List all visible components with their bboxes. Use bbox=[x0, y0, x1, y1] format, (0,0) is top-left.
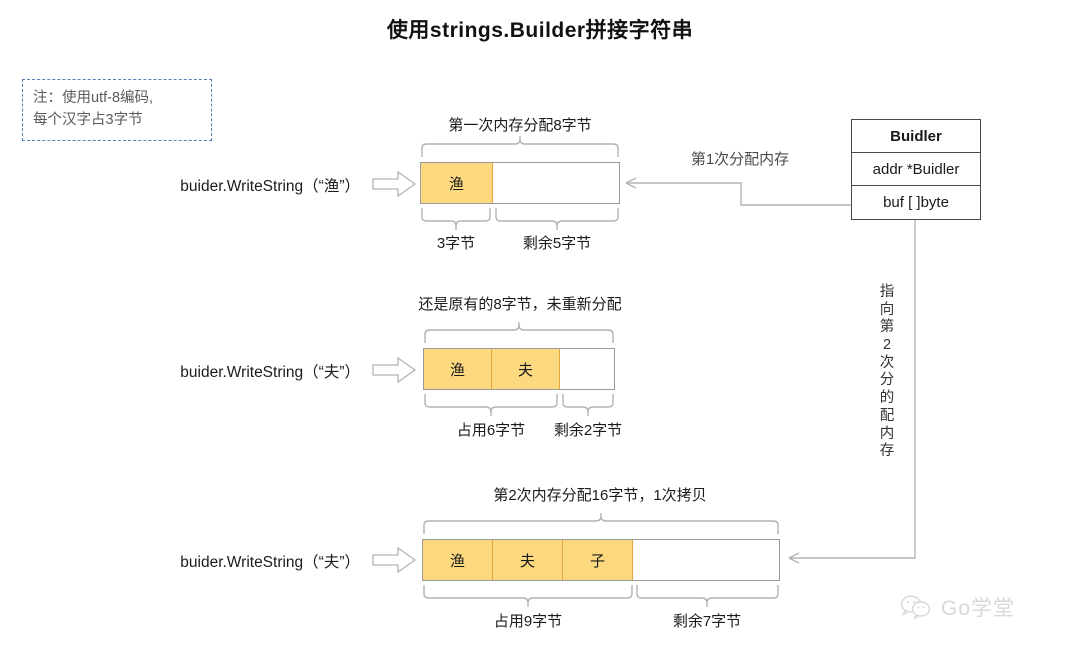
memory-box-row-1: 渔 bbox=[420, 162, 620, 204]
memory-cell-used: 夫 bbox=[493, 540, 563, 580]
struct-header: Buidler bbox=[852, 120, 980, 153]
note-line-1: 注：使用utf-8编码, bbox=[33, 90, 154, 107]
bottom-brace-free-row-3 bbox=[636, 585, 779, 607]
bottom-brace-free-row-2 bbox=[562, 394, 614, 416]
struct-field-addr: addr *Buidler bbox=[852, 153, 980, 186]
bottom-brace-used-row-2 bbox=[424, 394, 558, 416]
pointer-note-vertical: 指 向 第 2 次 分 的 配 内 存 bbox=[878, 284, 896, 461]
watermark: Go学堂 bbox=[900, 592, 1015, 622]
top-brace-row-3 bbox=[423, 513, 779, 534]
note-box: 注：使用utf-8编码, 每个汉字占3字节 bbox=[22, 79, 212, 141]
top-brace-row-2 bbox=[424, 322, 614, 343]
top-caption-row-3: 第2次内存分配16字节，1次拷贝 bbox=[493, 487, 707, 504]
pointer-note-char: 指 bbox=[879, 284, 895, 300]
used-caption-row-3: 占用9字节 bbox=[493, 613, 563, 630]
used-caption-row-1: 3字节 bbox=[436, 235, 476, 252]
pointer-note-char: 2 bbox=[882, 337, 892, 354]
call-label-row-2: buider.WriteString（“夫”） bbox=[180, 364, 360, 381]
wechat-icon bbox=[900, 595, 931, 620]
free-caption-row-1: 剩余5字节 bbox=[522, 235, 592, 252]
pointer-note-char: 向 bbox=[879, 301, 895, 318]
memory-cell-used: 夫 bbox=[492, 349, 560, 389]
memory-box-row-3: 渔 夫 子 bbox=[422, 539, 780, 581]
top-brace-row-1 bbox=[421, 136, 619, 157]
used-caption-row-2: 占用6字节 bbox=[456, 422, 526, 439]
memory-cell-free bbox=[560, 349, 614, 389]
page-title: 使用strings.Builder拼接字符串 bbox=[386, 19, 694, 42]
connector-alloc1 bbox=[625, 177, 851, 206]
pointer-note-char: 分 bbox=[879, 372, 895, 389]
memory-cell-free bbox=[493, 163, 619, 203]
pointer-note-char: 次 bbox=[879, 354, 895, 371]
pointer-note-char: 配 bbox=[879, 407, 895, 424]
pointer-note-char: 内 bbox=[879, 425, 895, 442]
memory-cell-used: 渔 bbox=[424, 349, 492, 389]
pointer-note-char: 第 bbox=[879, 319, 895, 336]
memory-box-row-2: 渔 夫 bbox=[423, 348, 615, 390]
top-caption-row-2: 还是原有的8字节，未重新分配 bbox=[418, 296, 622, 313]
note-line-2: 每个汉字占3字节 bbox=[33, 112, 143, 128]
call-label-row-3: buider.WriteString（“夫”） bbox=[180, 554, 360, 571]
free-caption-row-2: 剩余2字节 bbox=[553, 422, 623, 439]
call-label-row-1: buider.WriteString（“渔”） bbox=[180, 178, 360, 195]
builder-struct-table: Buidler addr *Buidler buf [ ]byte bbox=[851, 119, 981, 220]
connector-alloc2 bbox=[788, 220, 916, 564]
bottom-brace-free-row-1 bbox=[495, 208, 619, 230]
flow-arrow-row-3 bbox=[372, 546, 417, 574]
memory-cell-used: 子 bbox=[563, 540, 633, 580]
flow-arrow-row-2 bbox=[372, 356, 417, 384]
struct-field-buf: buf [ ]byte bbox=[883, 194, 949, 211]
flow-arrow-row-1 bbox=[372, 170, 417, 198]
top-caption-row-1: 第一次内存分配8字节 bbox=[448, 117, 592, 134]
watermark-text: Go学堂 bbox=[941, 597, 1016, 620]
memory-cell-used: 渔 bbox=[423, 540, 493, 580]
pointer-note-char: 存 bbox=[879, 443, 895, 460]
bottom-brace-used-row-1 bbox=[421, 208, 491, 230]
bottom-brace-used-row-3 bbox=[423, 585, 633, 607]
alloc-label: 第1次分配内存 bbox=[690, 151, 790, 168]
pointer-note-char: 的 bbox=[879, 390, 895, 407]
free-caption-row-3: 剩余7字节 bbox=[672, 613, 742, 630]
memory-cell-free bbox=[633, 540, 779, 580]
memory-cell-used: 渔 bbox=[421, 163, 493, 203]
